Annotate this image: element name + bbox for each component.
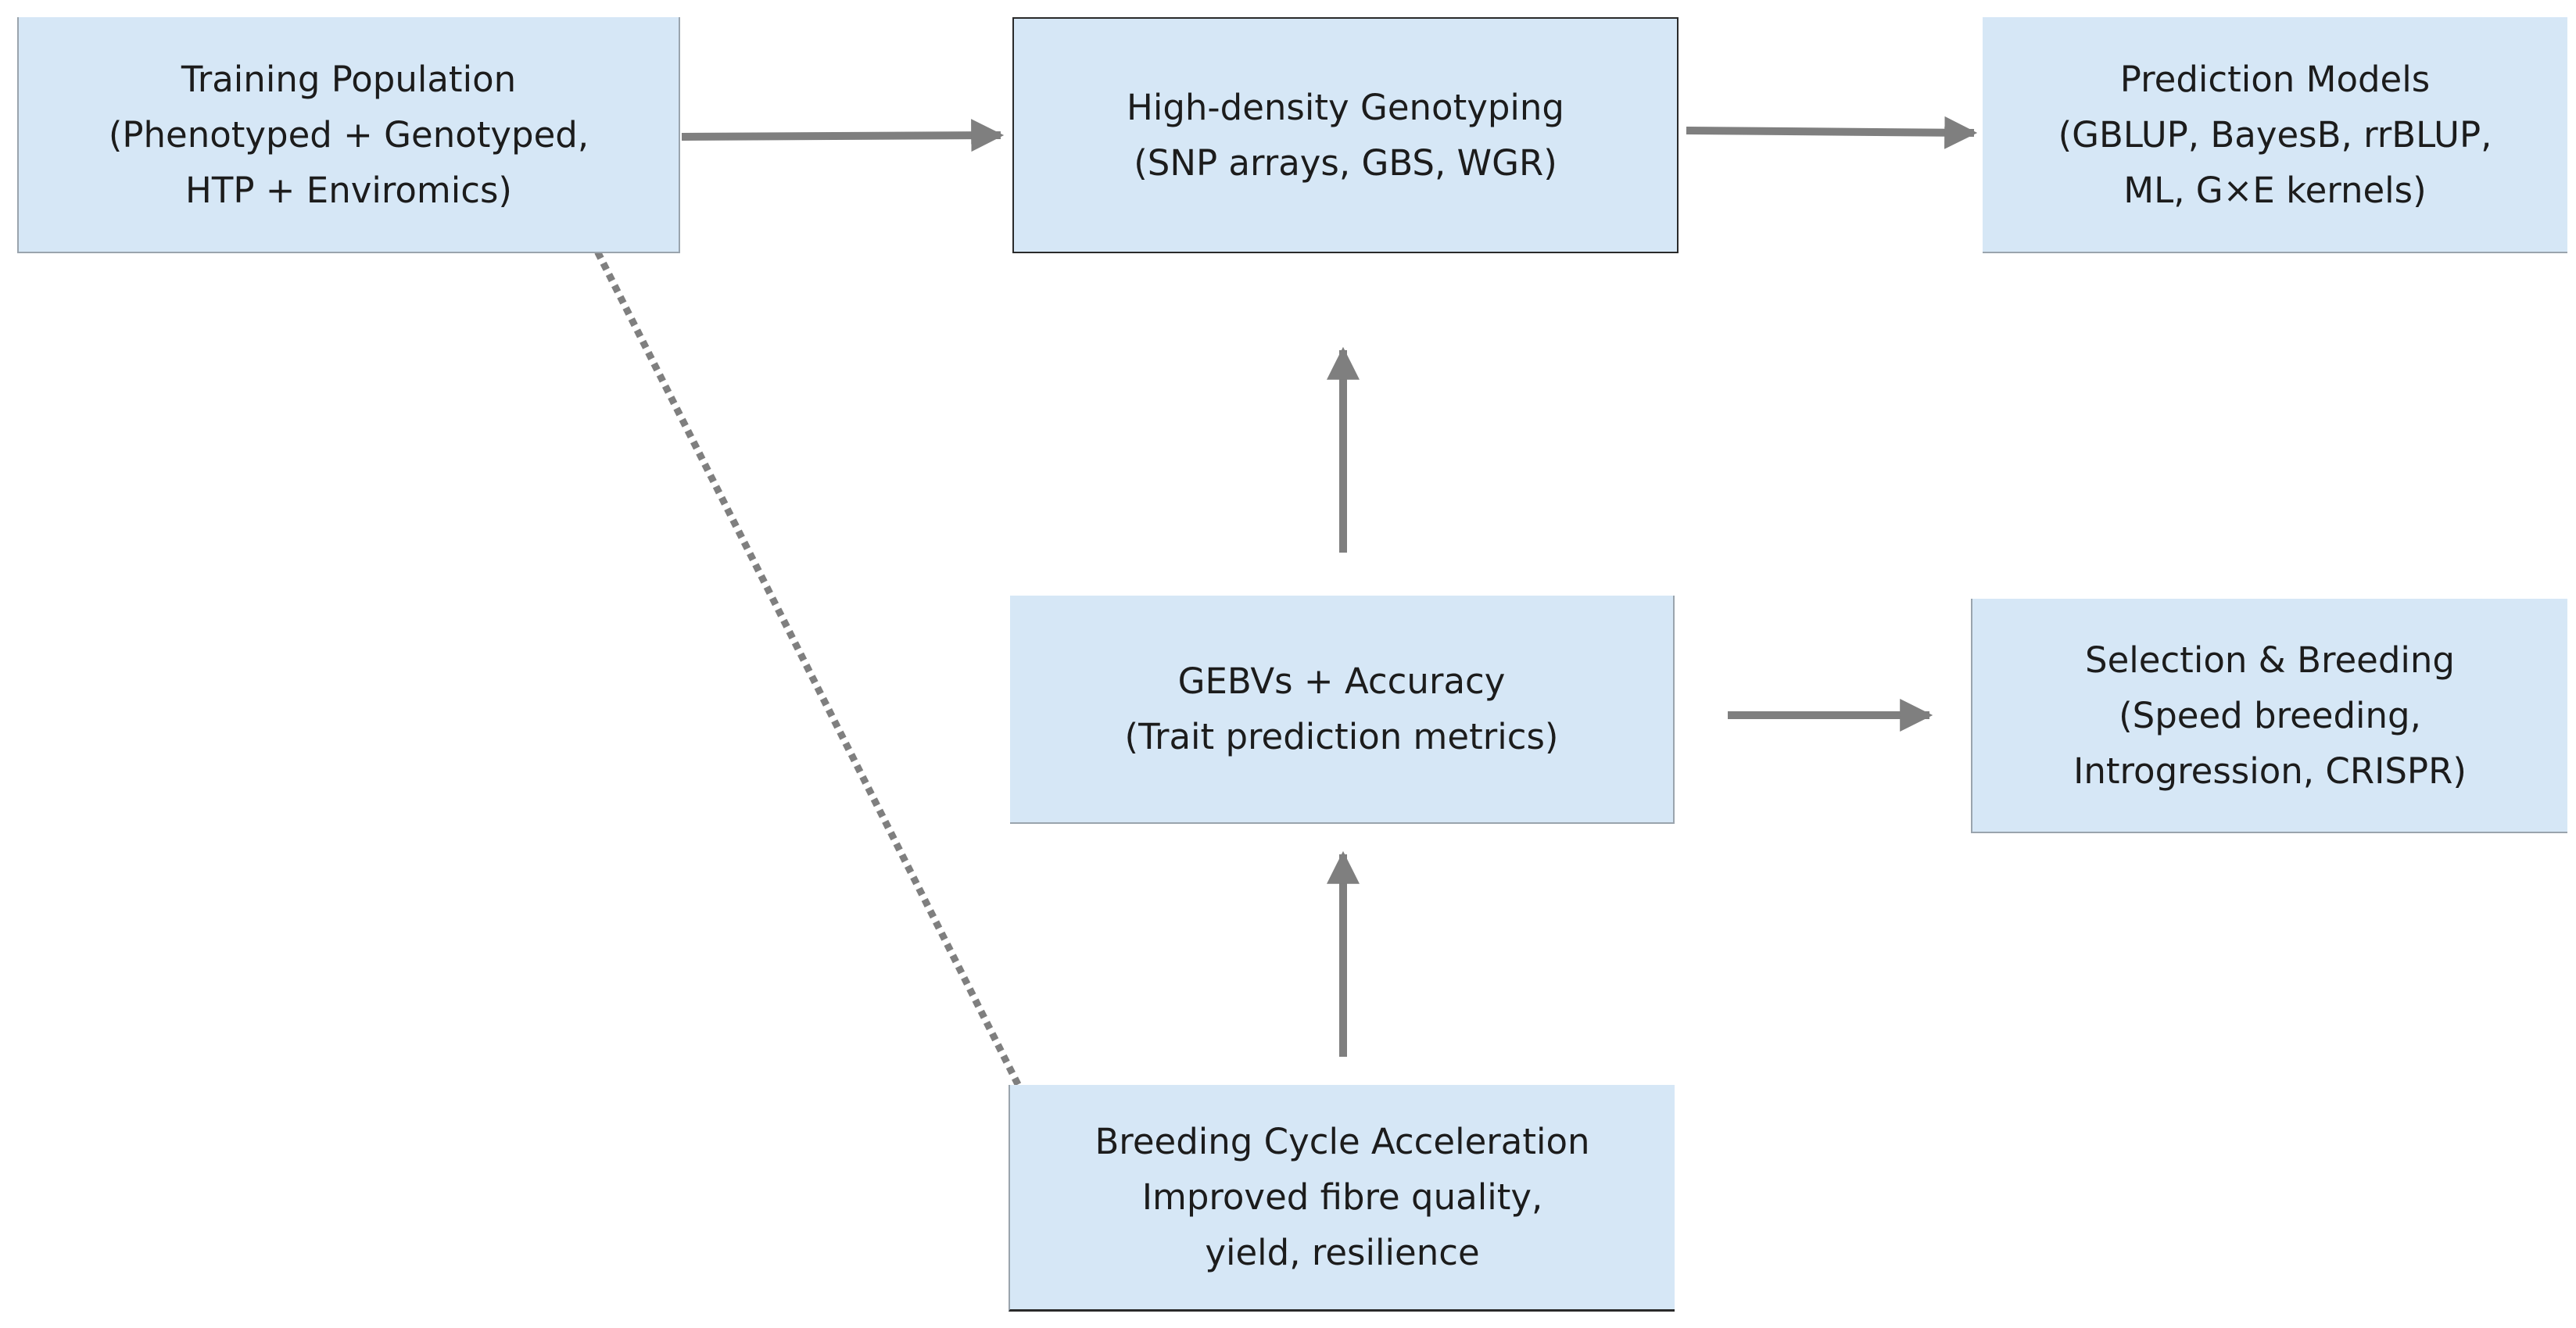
node-gebvs-accuracy: GEBVs + Accuracy (Trait prediction metri… [1010, 596, 1675, 824]
node-detail: yield, resilience [1205, 1232, 1480, 1273]
edge-genotyping-to-models [1686, 116, 1978, 149]
node-detail: (Phenotyped + Genotyped, [108, 113, 589, 156]
node-title: High-density Genotyping [1127, 87, 1564, 128]
node-detail: (GBLUP, BayesB, rrBLUP, [2058, 113, 2492, 156]
node-detail: (Trait prediction metrics) [1124, 716, 1559, 757]
node-training-population: Training Population (Phenotyped + Genoty… [17, 17, 680, 253]
node-high-density-genotyping: High-density Genotyping (SNP arrays, GBS… [1012, 17, 1679, 253]
node-detail: Improved fibre quality, [1141, 1176, 1543, 1218]
edge-training-to-genotyping [681, 119, 1005, 152]
node-detail: (Speed breeding, [2119, 694, 2421, 736]
node-selection-breeding: Selection & Breeding (Speed breeding, In… [1971, 599, 2567, 833]
node-title: Selection & Breeding [2085, 639, 2455, 681]
node-title: Training Population [181, 58, 517, 100]
edge-breeding-to-training-dotted [573, 209, 1073, 1187]
node-title: Prediction Models [2119, 58, 2431, 100]
node-title: GEBVs + Accuracy [1177, 660, 1506, 702]
node-detail: ML, G×E kernels) [2123, 169, 2427, 211]
node-prediction-models: Prediction Models (GBLUP, BayesB, rrBLUP… [1983, 17, 2567, 253]
node-title: Breeding Cycle Acceleration [1095, 1121, 1590, 1162]
node-detail: HTP + Enviromics) [185, 169, 512, 211]
node-detail: Introgression, CRISPR) [2073, 750, 2467, 792]
node-breeding-cycle-acceleration: Breeding Cycle Acceleration Improved fib… [1009, 1085, 1675, 1312]
node-detail: (SNP arrays, GBS, WGR) [1134, 142, 1557, 184]
